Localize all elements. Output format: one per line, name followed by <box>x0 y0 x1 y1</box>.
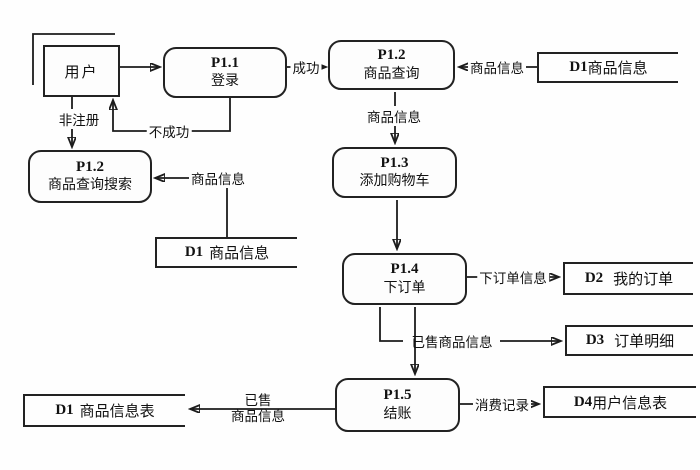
process-label: 登录 <box>211 74 239 90</box>
process-id: P1.2 <box>377 47 406 64</box>
process-id: P1.5 <box>383 387 412 404</box>
process-label: 商品查询搜索 <box>48 178 132 194</box>
process-p1-2-product-query-search: P1.2 商品查询搜索 <box>28 150 152 203</box>
edge-order-to-d3-left <box>379 307 403 342</box>
entity-user-label: 用户 <box>64 64 99 81</box>
entity-user-duplicate-mark <box>32 33 115 85</box>
process-p1-1-login: P1.1 登录 <box>163 47 287 98</box>
process-p1-2-product-query: P1.2 商品查询 <box>328 40 455 90</box>
flow-label-consumption-record: 消费记录 <box>473 394 531 414</box>
flow-label-product-info-left: 商品信息 <box>189 168 247 188</box>
entity-user: 用户 <box>43 45 120 97</box>
process-label: 下订单 <box>383 280 426 296</box>
datastore-label: 订单明细 <box>614 334 675 350</box>
datastore-label: 我的订单 <box>613 272 674 288</box>
process-label: 添加购物车 <box>359 174 430 190</box>
process-id: P1.4 <box>390 261 419 278</box>
datastore-d2-my-orders: D2 我的订单 <box>563 262 693 295</box>
datastore-label: 商品信息表 <box>79 404 155 420</box>
flow-label-sold-line1: 已售 <box>244 393 272 408</box>
process-id: P1.1 <box>211 54 239 71</box>
datastore-id: D1 <box>569 59 588 75</box>
datastore-label: 用户信息表 <box>592 395 668 412</box>
datastore-id: D3 <box>585 332 605 348</box>
datastore-id: D4 <box>573 393 593 410</box>
process-label: 商品查询 <box>363 66 420 82</box>
flow-label-unsuccessful: 不成功 <box>146 121 192 141</box>
flow-label-product-info-mid: 商品信息 <box>365 106 423 126</box>
process-id: P1.2 <box>76 158 104 175</box>
process-label: 结账 <box>383 406 412 422</box>
flow-label-sold-product-info-two-line: 已售 商品信息 <box>229 393 287 425</box>
datastore-label: 商品信息 <box>209 246 270 262</box>
process-id: P1.3 <box>380 154 409 171</box>
datastore-id: D1 <box>55 402 74 418</box>
flow-label-sold-line2: 商品信息 <box>231 409 285 424</box>
datastore-d3-order-details: D3 订单明细 <box>565 325 693 356</box>
process-p1-4-place-order: P1.4 下订单 <box>342 253 467 305</box>
flow-label-product-info-top: 商品信息 <box>468 57 526 77</box>
datastore-id: D1 <box>184 244 204 260</box>
datastore-d1-product-info-table-bottom: D1 商品信息表 <box>23 394 185 427</box>
flow-label-unregistered: 非注册 <box>56 109 102 129</box>
datastore-d1-product-info-mid: D1 商品信息 <box>155 237 297 268</box>
process-p1-3-add-to-cart: P1.3 添加购物车 <box>332 147 457 198</box>
flow-label-order-info: 下订单信息 <box>477 267 549 287</box>
flow-label-sold-product-info: 已售商品信息 <box>411 335 493 350</box>
flow-label-success: 成功 <box>290 57 322 77</box>
datastore-label: 商品信息 <box>587 61 648 77</box>
datastore-id: D2 <box>584 270 604 286</box>
process-p1-5-checkout: P1.5 结账 <box>335 378 460 432</box>
